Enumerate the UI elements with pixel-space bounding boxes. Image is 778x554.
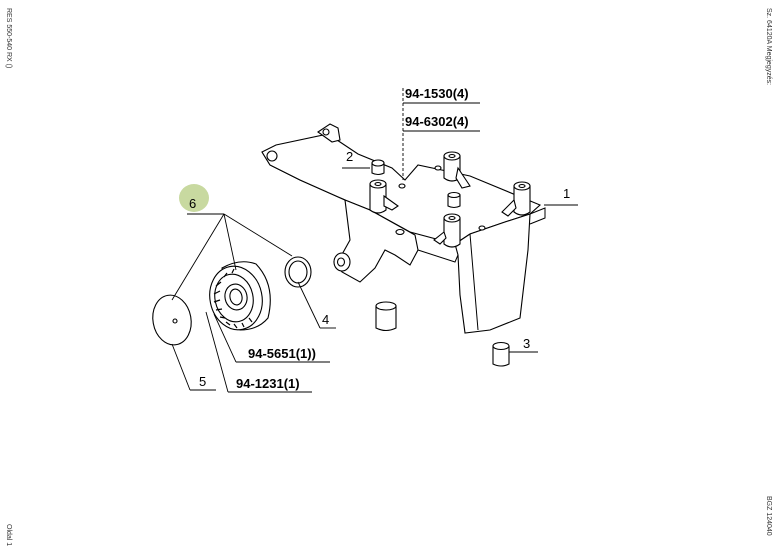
bushing-part-2[interactable] xyxy=(371,159,385,176)
bracket-post-4 xyxy=(433,213,461,248)
loose-bushing[interactable] xyxy=(375,301,397,332)
bracket-post-3 xyxy=(501,181,531,217)
callout-1-label: 1 xyxy=(563,186,570,201)
bushing-part-3[interactable] xyxy=(492,341,510,367)
idler-pulley-part-6[interactable] xyxy=(204,261,271,334)
ref-94-1231-label: 94-1231(1) xyxy=(236,376,300,391)
seal-cap-part-4[interactable] xyxy=(284,256,312,288)
bearing-rollers xyxy=(213,268,253,329)
leader-lines xyxy=(171,88,578,393)
ref-94-6302-label: 94-6302(4) xyxy=(405,114,469,129)
callout-4-label: 4 xyxy=(322,312,329,327)
callout-6-highlight xyxy=(179,184,209,212)
bracket-post-2 xyxy=(369,179,399,214)
bracket-post-1 xyxy=(443,151,471,189)
callout-6-label: 6 xyxy=(189,196,196,211)
callout-3-label: 3 xyxy=(523,336,530,351)
dust-cap-part-5[interactable] xyxy=(149,292,195,348)
ref-94-1530-label: 94-1530(4) xyxy=(405,86,469,101)
ref-94-5651-label: 94-5651(1)) xyxy=(248,346,316,361)
main-bracket[interactable] xyxy=(261,123,546,334)
callout-5-label: 5 xyxy=(199,374,206,389)
callout-2-label: 2 xyxy=(346,149,353,164)
